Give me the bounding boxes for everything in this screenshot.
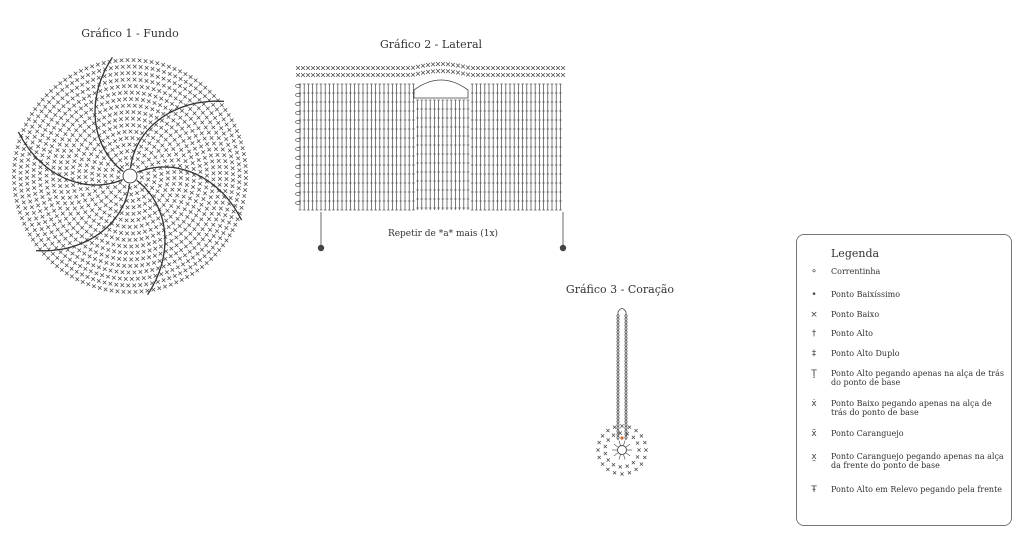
legend-item-label: Ponto Alto Duplo xyxy=(831,349,900,358)
single-crochet-icon: × xyxy=(810,310,818,320)
chart-3-title: Gráfico 3 - Coração xyxy=(565,283,675,296)
crab-stitch-icon: x̃ xyxy=(811,429,817,439)
legend-item-label: Ponto Baixo xyxy=(831,310,880,319)
legend-item-label: Ponto Alto xyxy=(831,329,873,338)
chart-lateral-grid xyxy=(295,61,567,252)
double-crochet-icon: † xyxy=(811,329,817,339)
legend-title: Legenda xyxy=(831,247,880,260)
front-post-double-crochet-icon: Ŧ xyxy=(811,485,817,495)
slip-stitch-icon: • xyxy=(811,290,817,300)
chain-symbol-icon: ⚬ xyxy=(810,267,818,277)
chart-1-title: Gráfico 1 - Fundo xyxy=(81,27,179,40)
legend-item-label: Ponto Caranguejo xyxy=(831,429,904,438)
front-loop-crab-stitch-icon: x̰ xyxy=(811,452,817,462)
chart-coracao-heart xyxy=(596,308,648,476)
legend-box: Legenda ⚬ Correntinha • Ponto Baixíssimo × Po… xyxy=(796,234,1012,526)
legend-item-label: Ponto Baixíssimo xyxy=(831,290,901,299)
legend-item-label: Ponto Baixo pegando apenas na alça de tr… xyxy=(831,399,992,417)
legend-item-label: Ponto Alto pegando apenas na alça de trá… xyxy=(831,369,1004,387)
chart-2-title: Gráfico 2 - Lateral xyxy=(379,38,483,51)
legend-item-label: Ponto Caranguejo pegando apenas na alça … xyxy=(831,452,1004,470)
repeat-note: Repetir de *a* mais (1x) xyxy=(387,229,499,239)
legend-item-label: Ponto Alto em Relevo pegando pela frente xyxy=(831,485,1003,494)
treble-crochet-icon: ‡ xyxy=(811,349,817,359)
chart-fundo-circle xyxy=(11,56,249,296)
legend-item-label: Correntinha xyxy=(831,267,881,276)
back-loop-single-crochet-icon: ẋ xyxy=(811,399,817,409)
back-loop-double-crochet-icon: Ţ xyxy=(811,369,817,379)
